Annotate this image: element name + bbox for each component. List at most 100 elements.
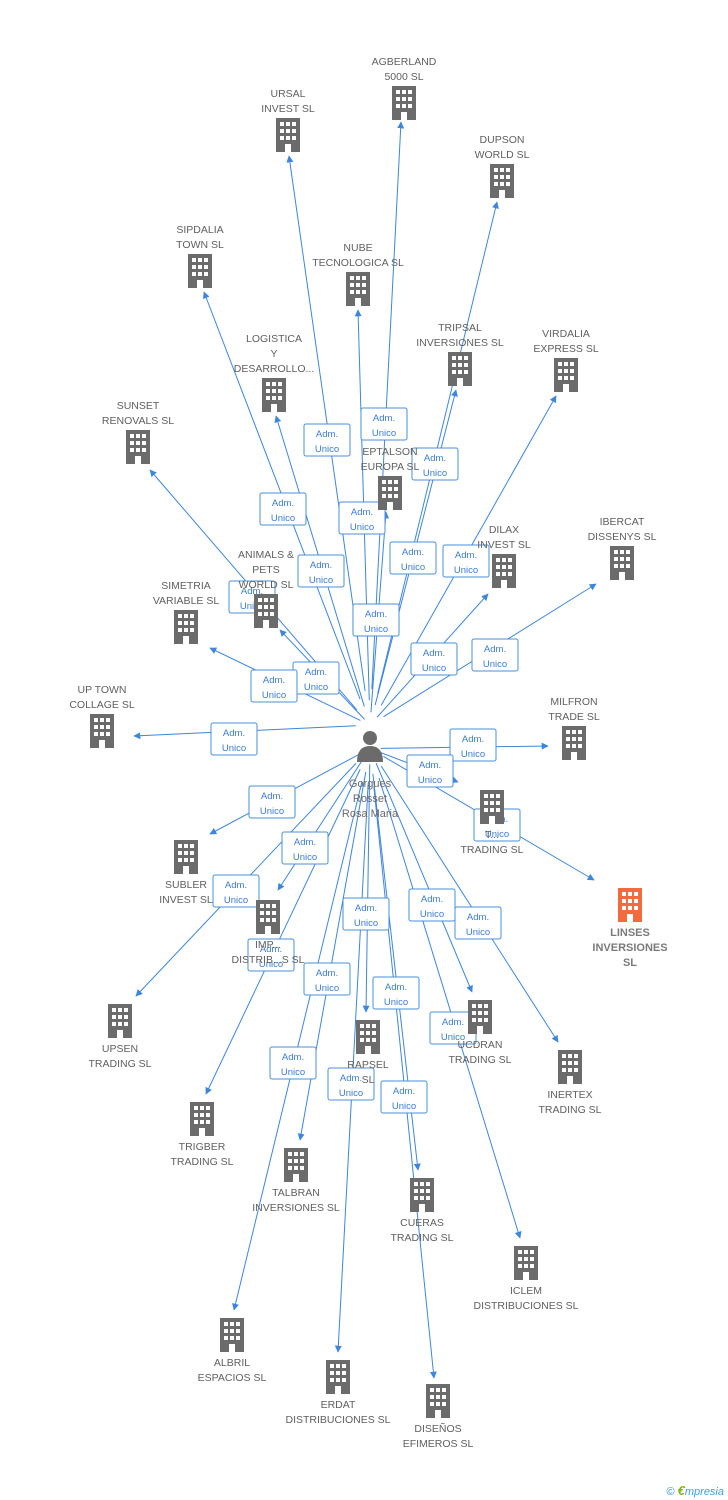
company-node-imp[interactable]: IMP...DISTRIB...S SL <box>232 900 305 966</box>
edge-label-talbran[interactable]: Adm.Unico <box>303 962 351 996</box>
edge-label-rapsel[interactable]: Adm.Unico <box>342 897 390 931</box>
edge-label-albril[interactable]: Adm.Unico <box>269 1046 317 1080</box>
edge-label-box <box>442 544 490 578</box>
company-label: TRIPSAL <box>438 322 482 334</box>
edge-label-text: Adm. <box>455 550 477 561</box>
edge-label-ibercat[interactable]: Adm.Unico <box>471 638 519 672</box>
company-node-t_trading[interactable]: T...TRADING SL <box>460 790 524 856</box>
company-label: TRADING SL <box>448 1054 511 1066</box>
company-node-logistica[interactable]: LOGISTICAYDESARROLLO... <box>234 333 315 412</box>
edge-label-disenos[interactable]: Adm.Unico <box>380 1080 428 1114</box>
company-label: ANIMALS & <box>238 549 294 561</box>
edge-label-text: Adm. <box>373 413 395 424</box>
edge-label-box <box>212 874 260 908</box>
building-icon <box>284 1148 308 1182</box>
edge-label-logistica[interactable]: Adm.Unico <box>297 554 345 588</box>
building-icon <box>490 164 514 198</box>
building-icon <box>378 476 402 510</box>
edge-label-text: Unico <box>422 663 446 674</box>
edge-label-sipdalia[interactable]: Adm.Unico <box>259 492 307 526</box>
edge-label-text: Adm. <box>424 453 446 464</box>
edge-label-ucdran[interactable]: Adm.Unico <box>408 888 456 922</box>
company-label: INERTEX <box>547 1089 592 1101</box>
edge-label-text: Unico <box>281 1067 305 1078</box>
edge-label-tripsal[interactable]: Adm.Unico <box>389 541 437 575</box>
edge-label-milfron[interactable]: Adm. Unico <box>449 728 497 762</box>
edge-label-eptalson[interactable]: Adm. Unico <box>352 603 400 637</box>
edge-imp <box>277 756 365 891</box>
company-label: SL <box>623 957 637 969</box>
edge-label-text: Unico <box>466 927 490 938</box>
edge-label-box <box>250 669 298 703</box>
edge-label-simetria[interactable]: Adm.Unico <box>250 669 298 703</box>
edge-albril <box>232 782 363 1311</box>
edge-label-imp[interactable]: Adm.Unico <box>281 831 329 865</box>
company-node-sipdalia[interactable]: SIPDALIA TOWN SL <box>176 224 224 288</box>
edge-label-cueras[interactable]: Adm.Unico <box>372 976 420 1010</box>
edge-label-virdalia[interactable]: Adm.Unico <box>442 544 490 578</box>
edge-label-text: Adm. <box>423 648 445 659</box>
edge-label-upsen[interactable]: Adm.Unico <box>212 874 260 908</box>
company-label: ALBRIL <box>214 1357 250 1369</box>
edge-label-inertex[interactable]: Adm.Unico <box>454 906 502 940</box>
edge-label-text: Unico <box>350 522 374 533</box>
edge-label-dupson[interactable]: Adm.Unico <box>411 447 459 481</box>
edge-label-box <box>380 1080 428 1114</box>
edge-label-text: Adm. <box>365 609 387 620</box>
edge-label-animals[interactable]: Adm.Unico <box>292 661 340 695</box>
company-label: RAPSEL <box>347 1059 389 1071</box>
company-label: SIPDALIA <box>176 224 223 236</box>
edge-label-ursal[interactable]: Adm.Unico <box>303 423 351 457</box>
edge-iclem <box>378 777 522 1239</box>
edge-label-box <box>449 728 497 762</box>
edge-label-text: Unico <box>364 624 388 635</box>
company-label: INVERSIONES SL <box>252 1202 340 1214</box>
building-icon <box>256 900 280 934</box>
edge-label-iclem[interactable]: Adm.Unico <box>429 1011 477 1045</box>
edge-label-dilax[interactable]: Adm. Unico <box>410 642 458 676</box>
company-label: UP TOWN <box>77 684 126 696</box>
company-label: TOWN SL <box>176 239 224 251</box>
edge-label-uptown[interactable]: Adm.Unico <box>210 722 258 756</box>
company-label: SUBLER <box>165 879 207 891</box>
edge-label-erdat[interactable]: Adm.Unico <box>327 1067 375 1101</box>
edge-label-agberland[interactable]: Adm.Unico <box>360 407 408 441</box>
edge-label-text: Adm. <box>462 734 484 745</box>
edge-label-trigber[interactable]: Adm.Unico <box>247 938 295 972</box>
edge-label-subler[interactable]: Adm.Unico <box>248 785 296 819</box>
building-icon <box>610 546 634 580</box>
edge-label-text: Unico <box>461 749 485 760</box>
edge-label-text: Adm. <box>241 586 263 597</box>
edge-label-nube[interactable]: Adm.Unico <box>338 501 386 535</box>
edge-label-t_trading[interactable]: Adm.Unico <box>406 754 454 788</box>
